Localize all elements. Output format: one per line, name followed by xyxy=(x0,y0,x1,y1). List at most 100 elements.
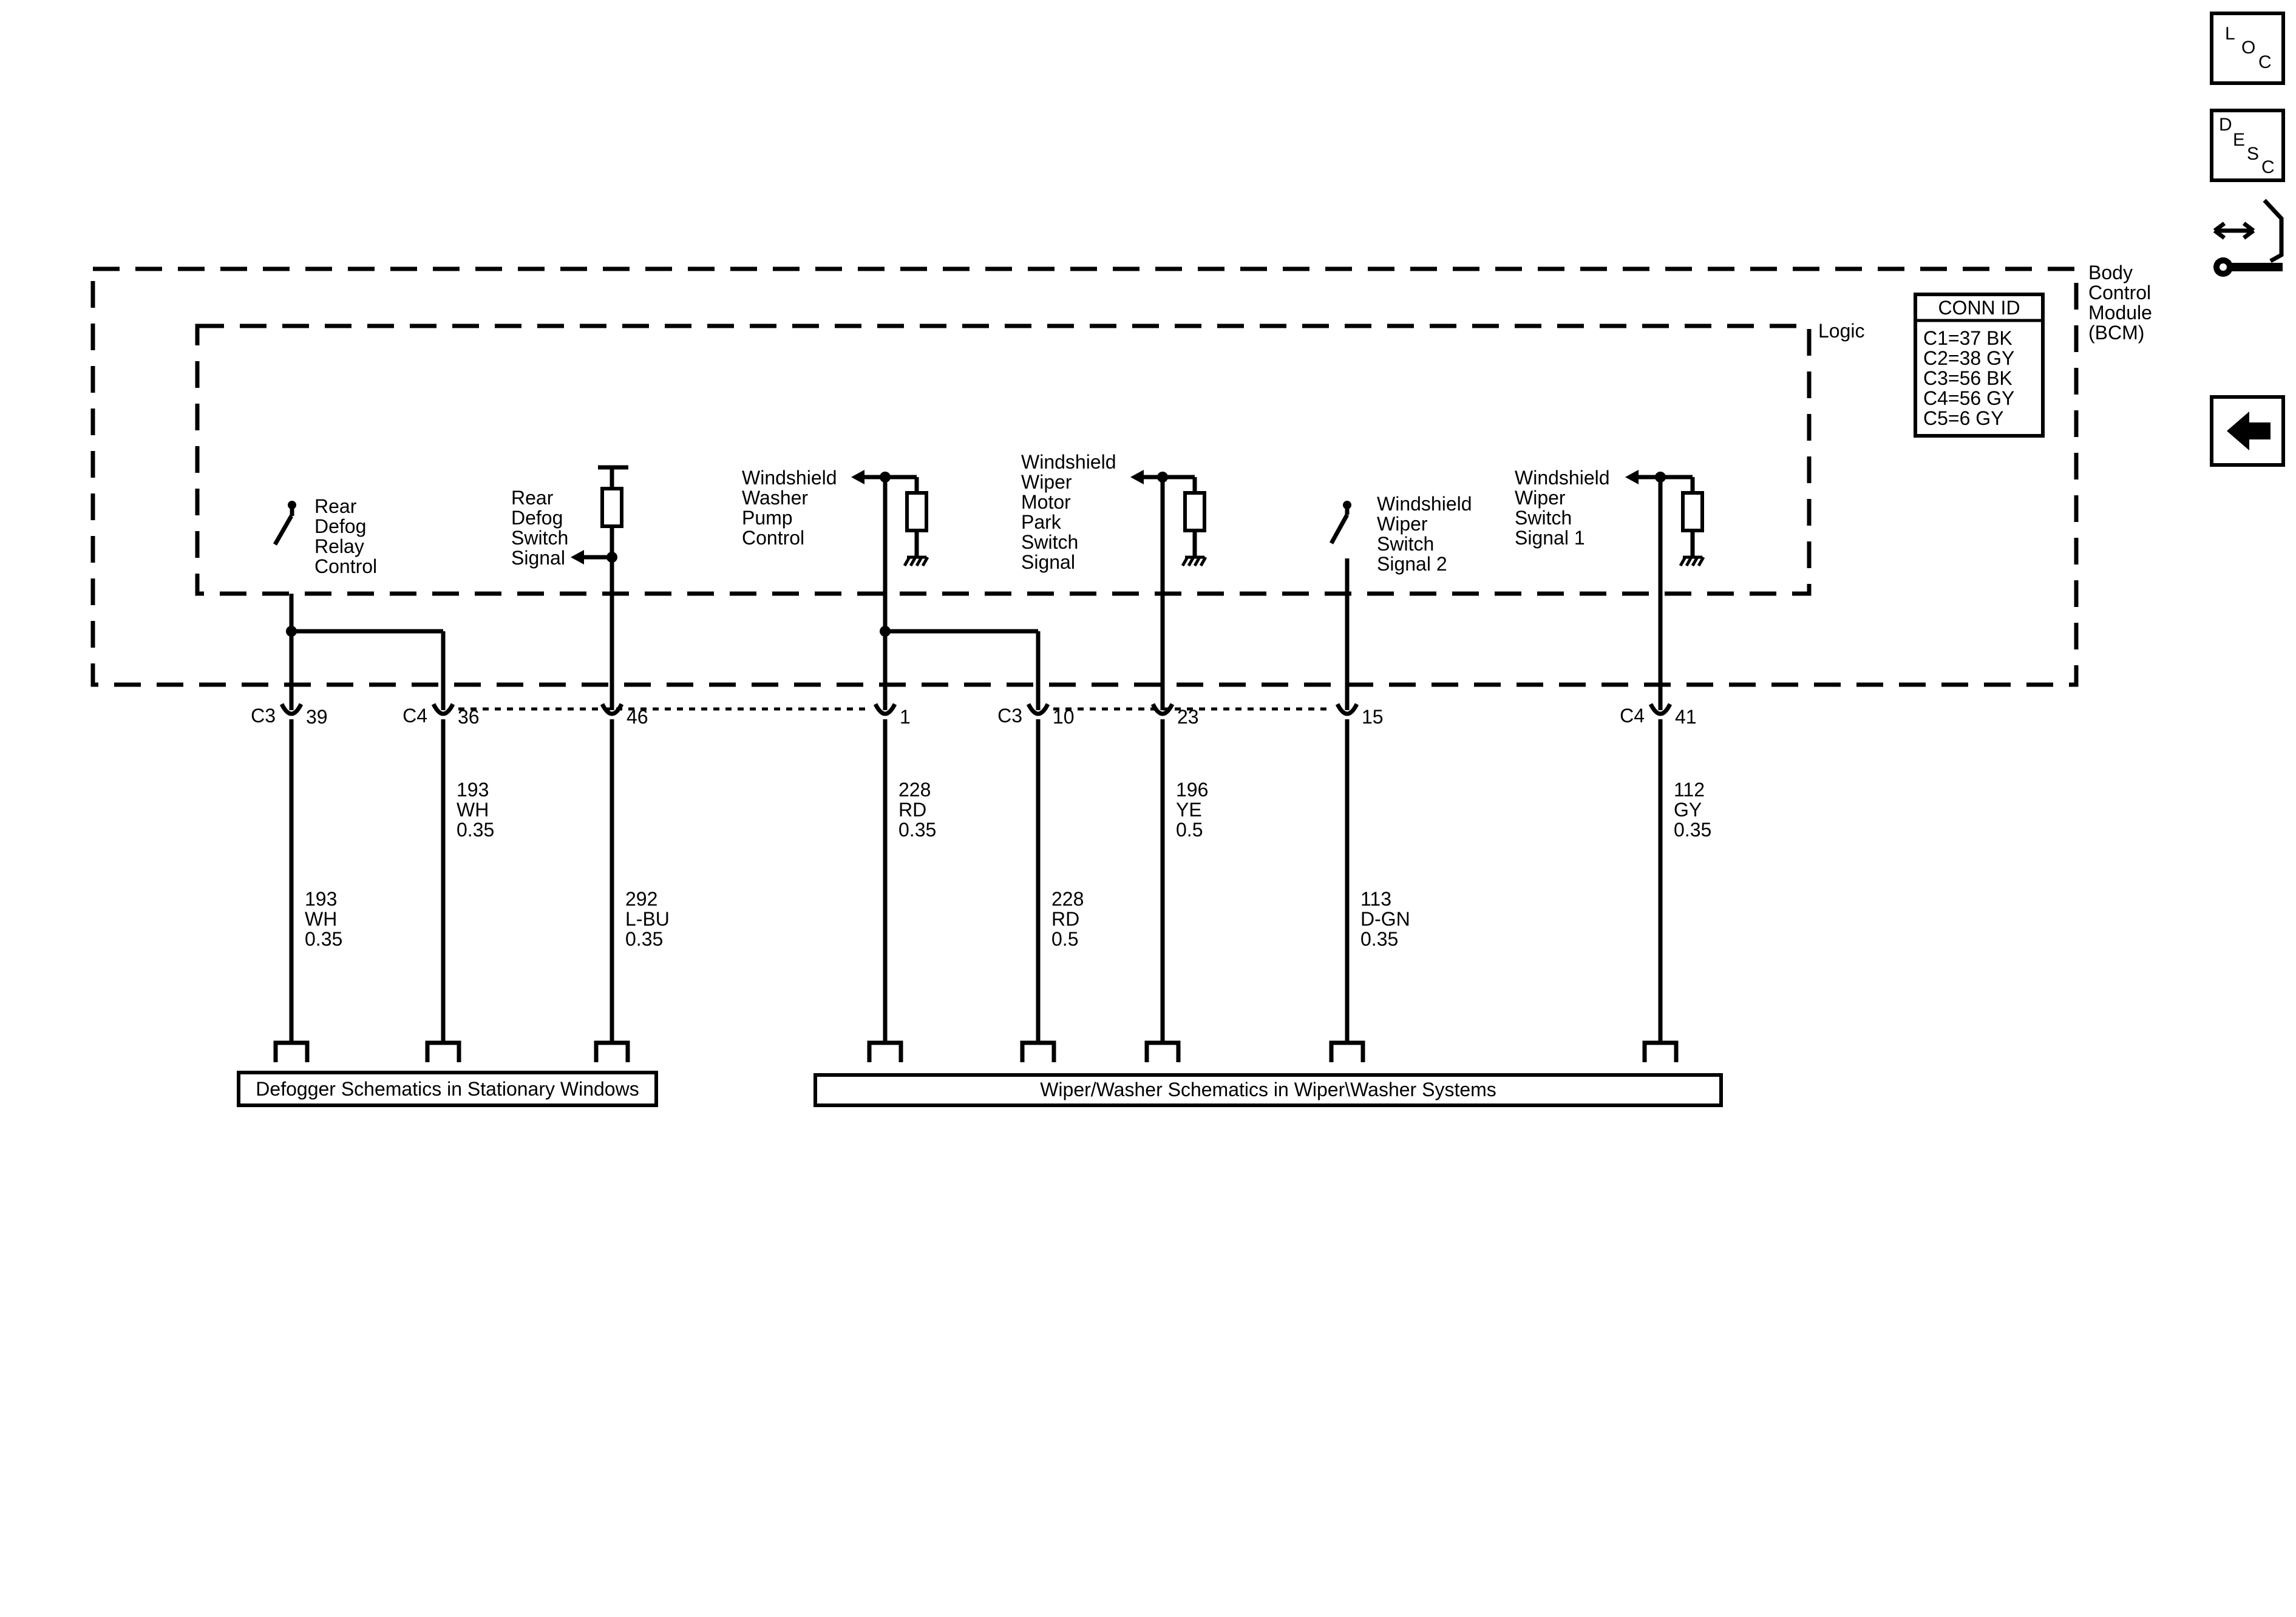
pin-cup-icon xyxy=(279,703,304,716)
label-rear-defog-relay: Rear Defog Relay Control xyxy=(314,495,377,577)
pin-number: 1 xyxy=(900,706,911,728)
loc-button[interactable]: L O C xyxy=(2210,12,2285,85)
pin-cup-icon xyxy=(1335,703,1359,716)
wire-spec-line: 0.35 xyxy=(1674,819,1711,841)
terminal-icon xyxy=(1329,1040,1365,1062)
defogger-reference[interactable]: Defogger Schematics in Stationary Window… xyxy=(237,1071,658,1107)
terminal-icon xyxy=(1020,1040,1056,1062)
wire-spec-line: 113 xyxy=(1360,888,1391,910)
bcm-name-line-1: Body xyxy=(2088,262,2133,283)
desc-button[interactable]: D E S C xyxy=(2210,109,2285,182)
connector-tools-icon[interactable] xyxy=(2213,198,2284,277)
terminal-icon xyxy=(1642,1040,1679,1062)
loc-letter: C xyxy=(2258,52,2272,72)
wire-spec-line: GY xyxy=(1674,799,1702,821)
connector-id: C3 xyxy=(997,705,1022,727)
bcm-boundary xyxy=(90,266,2079,687)
wire-spec-line: 0.35 xyxy=(1360,928,1398,950)
wire-spec-line: L-BU xyxy=(625,908,670,930)
pin-cup-icon xyxy=(431,703,455,716)
pin-cup-icon xyxy=(1026,703,1050,716)
circuit-rear-defog-switch-signal: Rear Defog Switch Signal xyxy=(511,465,628,685)
pin-number: 10 xyxy=(1053,706,1075,728)
label-washer-pump: Windshield Washer Pump Control xyxy=(742,467,842,549)
wire-spec-line: D-GN xyxy=(1360,908,1410,930)
wire-spec-line: YE xyxy=(1176,799,1202,821)
conn-id-row: C3=56 BK xyxy=(1923,367,2012,389)
pin-cup-icon xyxy=(600,703,624,716)
conn-id-title: CONN ID xyxy=(1938,297,2020,319)
wire-spec-line: RD xyxy=(1051,908,1079,930)
connector-id: C3 xyxy=(251,705,276,727)
wire-spec-line: 196 xyxy=(1176,779,1208,801)
wiper-reference[interactable]: Wiper/Washer Schematics in Wiper\Washer … xyxy=(813,1073,1723,1107)
wire-spec-line: 193 xyxy=(305,888,337,910)
label-wiper-motor-park: Windshield Wiper Motor Park Switch Signa… xyxy=(1021,451,1121,573)
conn-id-table: CONN ID C1=37 BK C2=38 GY C3=56 BK C4=56… xyxy=(1914,293,2045,438)
back-arrow-icon[interactable] xyxy=(2210,395,2285,467)
terminal-icon xyxy=(594,1040,630,1062)
desc-letter: E xyxy=(2233,130,2245,150)
logic-label: Logic xyxy=(1818,320,1865,342)
wire-spec-line: 228 xyxy=(1051,888,1084,910)
terminal-icon xyxy=(1144,1040,1181,1062)
pin-number: 15 xyxy=(1362,706,1384,728)
terminal-icon xyxy=(425,1040,461,1062)
bcm-name-line-2: Control xyxy=(2088,282,2151,303)
circuit-wiper-switch-signal-1: Windshield Wiper Switch Signal 1 xyxy=(1515,467,1705,685)
wire-spec-line: 193 xyxy=(457,779,489,801)
desc-letter: C xyxy=(2261,157,2275,177)
wire-spec-line: 0.35 xyxy=(898,819,936,841)
wire-spec-line: 0.5 xyxy=(1051,928,1078,950)
wire-spec-line: 292 xyxy=(625,888,657,910)
bcm-name-line-3: Module xyxy=(2088,302,2152,324)
label-rear-defog-switch: Rear Defog Switch Signal xyxy=(511,487,574,569)
pin-number: 36 xyxy=(458,706,480,728)
wiper-reference-label: Wiper/Washer Schematics in Wiper\Washer … xyxy=(1040,1079,1496,1100)
pin-number: 41 xyxy=(1675,706,1697,728)
wire-spec-line: RD xyxy=(898,799,926,821)
conn-id-row: C4=56 GY xyxy=(1923,387,2014,409)
terminal-icon xyxy=(273,1040,310,1062)
conn-id-row: C2=38 GY xyxy=(1923,347,2014,369)
circuit-windshield-washer-pump-control: Windshield Washer Pump Control xyxy=(742,467,1041,685)
desc-letter: D xyxy=(2219,115,2232,135)
loc-letter: O xyxy=(2241,38,2255,58)
desc-letter: S xyxy=(2247,144,2259,164)
label-wiper-switch-1: Windshield Wiper Switch Signal 1 xyxy=(1515,467,1615,549)
pin-cup-icon xyxy=(1648,703,1673,716)
circuit-wiper-motor-park-switch: Windshield Wiper Motor Park Switch Signa… xyxy=(1021,451,1207,685)
pin-number: 39 xyxy=(306,706,328,728)
wire-spec-line: WH xyxy=(457,799,489,821)
pin-cup-icon xyxy=(873,703,897,716)
conn-id-row: C1=37 BK xyxy=(1923,327,2012,349)
bcm-name-line-4: (BCM) xyxy=(2088,322,2144,344)
terminal-icon xyxy=(867,1040,903,1062)
circuit-wiper-switch-signal-2: Windshield Wiper Switch Signal 2 xyxy=(1329,493,1472,685)
bcm-name: Body Control Module (BCM) xyxy=(2088,262,2158,344)
connector-id: C4 xyxy=(1620,705,1645,727)
wire-spec-line: 228 xyxy=(898,779,931,801)
circuit-rear-defog-relay-control: Rear Defog Relay Control xyxy=(273,495,446,685)
connector-id: C4 xyxy=(402,705,427,727)
wire-spec-line: 0.35 xyxy=(625,928,663,950)
defogger-reference-label: Defogger Schematics in Stationary Window… xyxy=(256,1078,639,1100)
pin-number: 23 xyxy=(1177,706,1199,728)
